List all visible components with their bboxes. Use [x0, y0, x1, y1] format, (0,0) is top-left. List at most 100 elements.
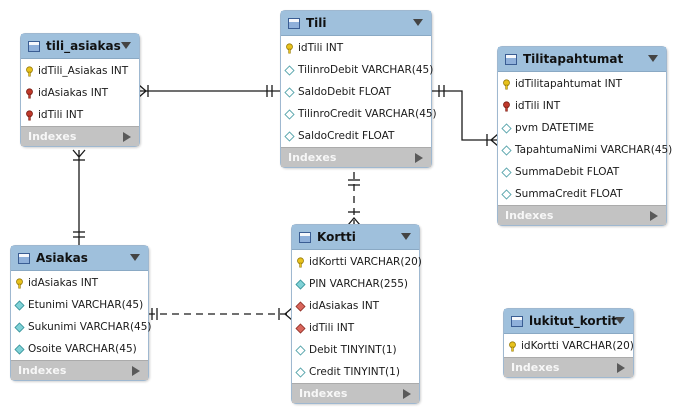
table-icon — [28, 40, 40, 52]
relation-tili-asiakas-to-asiakas — [72, 149, 86, 246]
collapse-arrow-icon[interactable] — [413, 19, 423, 26]
expand-arrow-icon[interactable] — [415, 153, 423, 163]
table-name: Tilitapahtumat — [523, 52, 624, 66]
indexes-label: Indexes — [288, 151, 337, 164]
column-label: idTili INT — [309, 322, 355, 334]
column-icon — [501, 166, 512, 178]
indexes-label: Indexes — [511, 361, 560, 374]
column-label: idAsiakas INT — [28, 277, 99, 289]
expand-arrow-icon[interactable] — [132, 366, 140, 376]
expand-arrow-icon[interactable] — [123, 132, 131, 142]
primary-key-icon — [284, 42, 295, 54]
relation-tili-asiakas-to-tili — [138, 84, 281, 98]
column-row[interactable]: TilinroCredit VARCHAR(45) — [281, 103, 437, 125]
foreign-key-icon — [501, 100, 512, 112]
column-label: Debit TINYINT(1) — [309, 344, 397, 356]
collapse-arrow-icon[interactable] — [121, 42, 131, 49]
collapse-arrow-icon[interactable] — [648, 55, 658, 62]
column-row[interactable]: idTili INT — [21, 104, 139, 126]
primary-key-icon — [24, 65, 35, 77]
indexes-section[interactable]: Indexes — [292, 383, 419, 403]
table-lukitut-kortit[interactable]: lukitut_kortit idKortti VARCHAR(20) Indexe… — [503, 308, 634, 378]
indexes-section[interactable]: Indexes — [21, 126, 139, 146]
column-label: Osoite VARCHAR(45) — [28, 343, 137, 355]
indexes-section[interactable]: Indexes — [504, 357, 633, 377]
column-row[interactable]: idKortti VARCHAR(20) — [292, 251, 422, 273]
column-row[interactable]: idKortti VARCHAR(20) — [504, 335, 634, 357]
collapse-arrow-icon[interactable] — [615, 317, 625, 324]
column-list: idTilitapahtumat INT idTili INT pvm DATETI… — [498, 72, 672, 205]
column-icon — [501, 144, 512, 156]
column-row[interactable]: Credit TINYINT(1) — [292, 361, 419, 383]
column-row[interactable]: idTili_Asiakas INT — [21, 60, 139, 82]
column-row[interactable]: pvm DATETIME — [498, 117, 666, 139]
column-row[interactable]: idTili INT — [498, 95, 666, 117]
table-header[interactable]: Asiakas — [11, 246, 148, 271]
column-label: PIN VARCHAR(255) — [309, 278, 409, 290]
table-header[interactable]: Kortti — [292, 225, 419, 250]
table-name: Tili — [306, 16, 327, 30]
column-row[interactable]: Osoite VARCHAR(45) — [11, 338, 148, 360]
column-label: SummaDebit FLOAT — [515, 166, 620, 178]
column-row[interactable]: TilinroDebit VARCHAR(45) — [281, 59, 433, 81]
expand-arrow-icon[interactable] — [650, 211, 658, 221]
column-row[interactable]: idAsiakas INT — [11, 272, 148, 294]
expand-arrow-icon[interactable] — [617, 363, 625, 373]
table-header[interactable]: Tilitapahtumat — [498, 47, 666, 72]
column-row[interactable]: Etunimi VARCHAR(45) — [11, 294, 148, 316]
not-null-column-icon — [14, 343, 25, 355]
column-label: idAsiakas INT — [309, 300, 380, 312]
table-tili-asiakas[interactable]: tili_asiakas idTili_Asiakas INT idAsiakas … — [20, 33, 140, 147]
column-row[interactable]: PIN VARCHAR(255) — [292, 273, 419, 295]
column-label: TilinroCredit VARCHAR(45) — [298, 108, 437, 120]
foreign-key-icon — [24, 109, 35, 121]
relation-tili-to-kortti — [347, 172, 361, 226]
column-row[interactable]: SummaDebit FLOAT — [498, 161, 666, 183]
table-header[interactable]: Tili — [281, 11, 431, 36]
column-row[interactable]: Debit TINYINT(1) — [292, 339, 419, 361]
column-label: Sukunimi VARCHAR(45) — [28, 321, 152, 333]
column-label: idKortti VARCHAR(20) — [521, 340, 634, 352]
column-icon — [501, 122, 512, 134]
expand-arrow-icon[interactable] — [403, 389, 411, 399]
indexes-section[interactable]: Indexes — [498, 205, 666, 225]
column-row[interactable]: idTili INT — [292, 317, 419, 339]
column-row[interactable]: idTili INT — [281, 37, 431, 59]
indexes-section[interactable]: Indexes — [281, 147, 431, 167]
relation-tili-to-tilitapahtumat — [431, 85, 499, 147]
column-row[interactable]: idTilitapahtumat INT — [498, 73, 666, 95]
column-label: idTili_Asiakas INT — [38, 65, 129, 77]
indexes-label: Indexes — [18, 364, 67, 377]
column-label: idTili INT — [298, 42, 344, 54]
column-label: idTilitapahtumat INT — [515, 78, 622, 90]
primary-key-icon — [507, 340, 518, 352]
column-row[interactable]: Sukunimi VARCHAR(45) — [11, 316, 152, 338]
column-row[interactable]: TapahtumaNimi VARCHAR(45) — [498, 139, 672, 161]
column-icon — [284, 86, 295, 98]
column-label: pvm DATETIME — [515, 122, 594, 134]
indexes-label: Indexes — [505, 209, 554, 222]
not-null-column-icon — [295, 278, 306, 290]
table-header[interactable]: tili_asiakas — [21, 34, 139, 59]
column-icon — [501, 188, 512, 200]
column-row[interactable]: SummaCredit FLOAT — [498, 183, 666, 205]
not-null-column-icon — [14, 321, 25, 333]
column-row[interactable]: SaldoCredit FLOAT — [281, 125, 431, 147]
column-row[interactable]: idAsiakas INT — [292, 295, 419, 317]
column-list: idAsiakas INT Etunimi VARCHAR(45) Sukunimi… — [11, 271, 152, 360]
column-row[interactable]: idAsiakas INT — [21, 82, 139, 104]
column-list: idKortti VARCHAR(20) PIN VARCHAR(255) idAs… — [292, 250, 422, 383]
column-row[interactable]: SaldoDebit FLOAT — [281, 81, 431, 103]
table-header[interactable]: lukitut_kortit — [504, 309, 633, 334]
collapse-arrow-icon[interactable] — [401, 233, 411, 240]
table-asiakas[interactable]: Asiakas idAsiakas INT Etunimi VARCHAR(45) S… — [10, 245, 152, 381]
collapse-arrow-icon[interactable] — [130, 254, 140, 261]
column-label: Credit TINYINT(1) — [309, 366, 400, 378]
table-icon — [511, 315, 523, 327]
indexes-section[interactable]: Indexes — [11, 360, 148, 380]
